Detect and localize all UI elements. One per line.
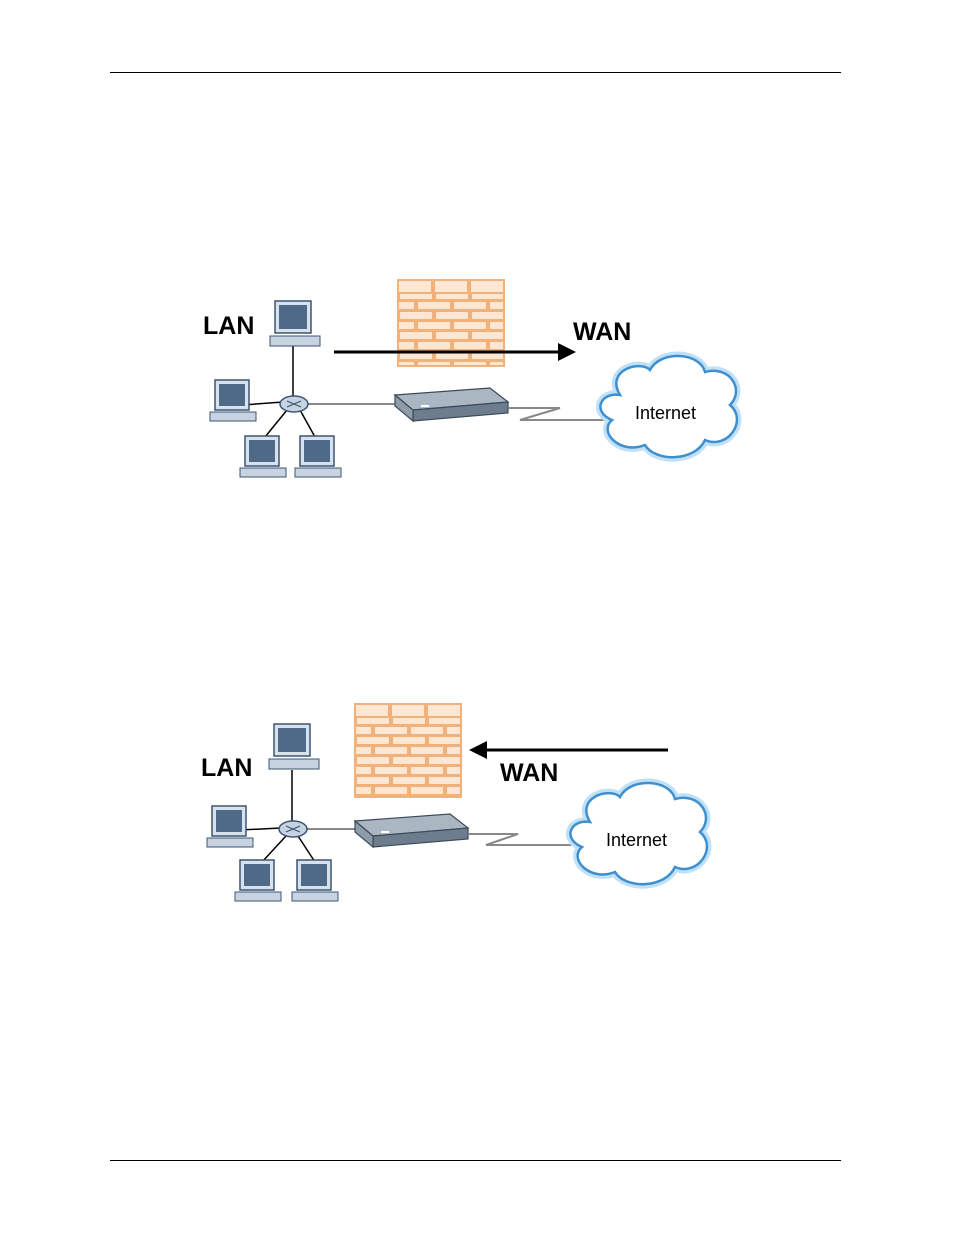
computer-icon [235, 860, 281, 901]
hub-icon [279, 821, 307, 837]
inbound-arrow [469, 741, 668, 759]
firewall-icon [355, 704, 461, 797]
router-device-icon [355, 814, 468, 847]
lan-network-icon [240, 770, 357, 862]
internet-label: Internet [606, 830, 667, 850]
lan-label: LAN [201, 754, 252, 782]
computer-icon [269, 724, 319, 769]
computer-icon [207, 806, 253, 847]
computer-icon [292, 860, 338, 901]
wan-link [468, 834, 575, 845]
wan-label: WAN [500, 759, 558, 787]
footer-rule [110, 1160, 841, 1161]
